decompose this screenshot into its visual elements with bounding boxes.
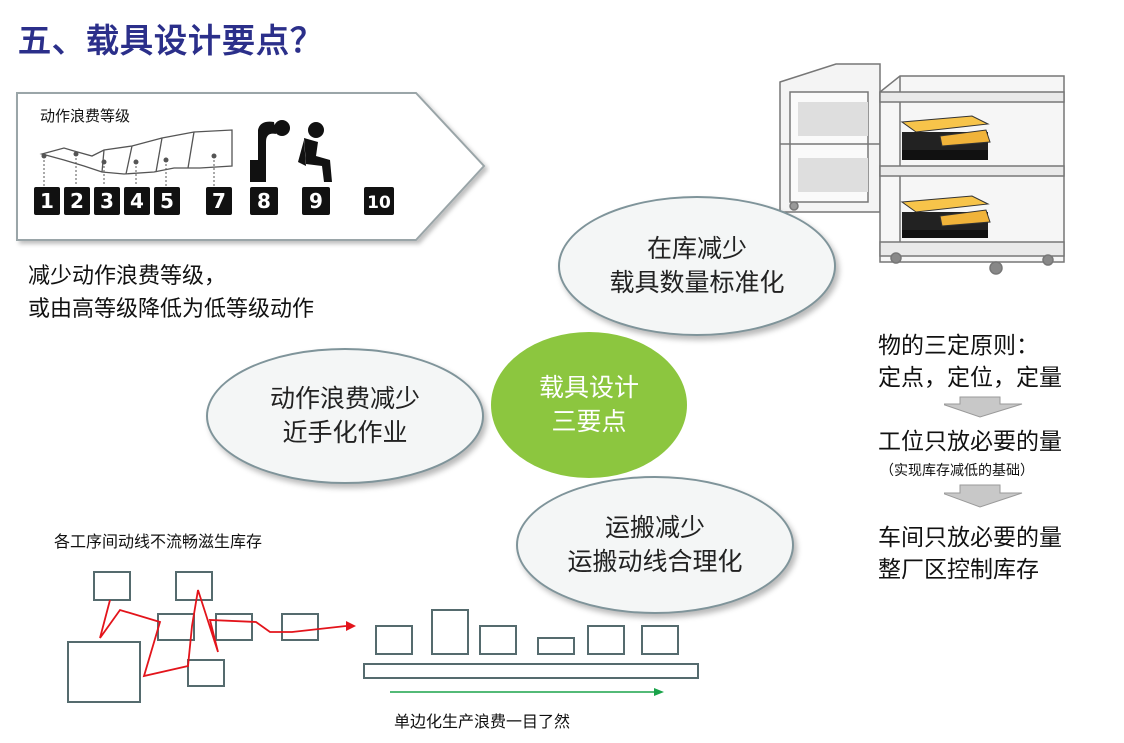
grade-tile [64,187,90,215]
rear-cart-icon [779,63,881,213]
grade-number: 2 [70,189,84,213]
grade-number: 9 [309,189,323,213]
single-line-production-diagram [363,609,699,696]
grade-tile [124,187,150,215]
squatting-person-icon [298,122,332,182]
grade-number: 1 [40,189,54,213]
step-workstation: 工位只放必要的量 [878,429,1062,455]
step-factory: 整厂区控制库存 [878,557,1039,583]
grade-panel-label: 动作浪费等级 [40,107,131,125]
stacked-trays-bottom-icon [900,195,991,238]
grade-number: 7 [212,189,226,213]
ellipse-inventory-line2: 载具数量标准化 [609,268,785,297]
stacked-trays-top-icon [900,115,991,160]
left-explanation-line1: 减少动作浪费等级， [28,264,227,289]
grade-tile [302,187,330,215]
left-explanation-line2: 或由高等级降低为低等级动作 [28,297,315,322]
grade-tile [34,187,60,215]
ellipse-motion-waste: 动作浪费减少 近手化作业 [206,348,484,484]
grade-tile [154,187,180,215]
arm-joint-dots [41,151,217,165]
center-line1: 载具设计 [538,373,639,402]
principle-three: 定点，定位，定量 [878,365,1062,391]
single-line-label: 单边化生产浪费一目了然 [394,712,571,731]
left-explanation: 减少动作浪费等级， 或由高等级降低为低等级动作 [28,260,314,326]
ellipse-inventory-line1: 在库减少 [646,234,747,263]
down-arrow-icon [944,396,1023,418]
down-arrow-icon [944,484,1023,508]
step-workstation-note: （实现库存减低的基础） [880,463,1034,479]
arm-guide-lines [43,154,215,186]
messy-flow-diagram [67,571,356,703]
ellipse-inventory-reduction: 在库减少 载具数量标准化 [558,196,836,336]
bending-person-icon [250,120,290,182]
ellipse-transport-line2: 运搬动线合理化 [567,547,743,576]
principle-title: 物的三定原则： [878,333,1039,359]
flow-disorder-label: 各工序间动线不流畅滋生库存 [54,532,263,551]
messy-flow-line [99,589,347,678]
grade-number: 10 [367,193,391,213]
grade-tile [94,187,120,215]
grade-tile [364,187,394,215]
slide-title: 五、载具设计要点？ [18,21,324,60]
ellipse-motion-line2: 近手化作业 [282,418,408,447]
grade-tile [250,187,278,215]
grade-number: 3 [100,189,114,213]
grade-number: 5 [160,189,174,213]
ellipse-transport-line1: 运搬减少 [604,513,705,542]
center-line2: 三要点 [551,407,627,436]
front-cart-icon [879,75,1065,275]
center-key-points: 载具设计 三要点 [491,332,687,478]
ellipse-transport-reduction: 运搬减少 运搬动线合理化 [516,476,794,614]
grade-number: 4 [130,189,144,213]
production-line-bar [363,663,699,679]
ellipse-motion-line1: 动作浪费减少 [269,384,420,413]
grade-tile [206,187,232,215]
grade-number: 8 [257,189,271,213]
storage-cart-illustration [779,63,1065,275]
step-workshop: 车间只放必要的量 [878,525,1062,551]
